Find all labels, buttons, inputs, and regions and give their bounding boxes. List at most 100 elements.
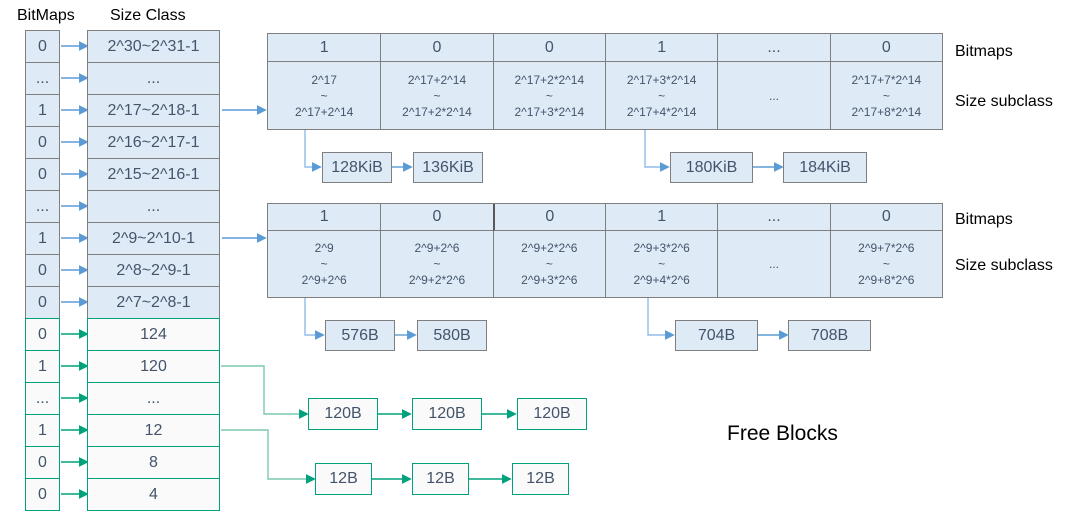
bitmap-value-cell: ...	[717, 204, 830, 231]
range-from: 2^17+7*2^14	[851, 72, 922, 87]
range-tilde: ...	[768, 257, 779, 271]
elbow-arrow-icon	[221, 429, 316, 484]
bitmap-cell: 0	[25, 318, 60, 351]
bitmap-cell: 0	[25, 478, 60, 511]
bitmap-value-cell: 1	[605, 204, 718, 231]
range-to: 2^9+4*2^6	[633, 273, 690, 287]
bitmaps-column-header: BitMaps	[17, 7, 75, 24]
bitmap-value-cell: ...	[717, 34, 830, 62]
range-to: 2^9+8*2^6	[858, 273, 915, 287]
bitmap-cell: ...	[25, 382, 60, 415]
size-class-cell: 2^8~2^9-1	[87, 254, 220, 287]
range-from: 2^17+2*2^14	[514, 72, 585, 87]
bitmap-cell: 1	[25, 94, 60, 127]
bitmap-cell: ...	[25, 190, 60, 223]
size-subclass-cell: 2^9 ~ 2^9+2^6	[268, 231, 380, 297]
subclass-table-1-bitmap-row: 1 0 0 1 ... 0	[268, 34, 942, 62]
elbow-arrow-icon	[644, 130, 670, 172]
range-tilde: ~	[658, 257, 666, 271]
free-node-128kib: 128KiB	[322, 152, 392, 183]
size-subclass-cell: 2^17+2^14 ~ 2^17+2*2^14	[380, 62, 492, 129]
bitmap-cell: 0	[25, 30, 60, 63]
range-from: 2^17	[311, 72, 337, 87]
size-class-cell: ...	[87, 190, 220, 223]
table1-bitmaps-label: Bitmaps	[955, 43, 1013, 60]
range-from: 2^9+2^6	[414, 241, 460, 255]
bitmap-column-blue: 0 ... 1 0 0 ... 1 0 0	[25, 30, 60, 319]
subclass-table-2-bitmap-row: 1 0 0 1 ... 0	[268, 204, 942, 231]
free-node-136kib: 136KiB	[413, 152, 483, 183]
elbow-arrow-icon	[304, 130, 322, 172]
bitmap-value-cell: 0	[380, 34, 493, 62]
range-to: 2^17+3*2^14	[514, 104, 585, 119]
bitmap-cell: 0	[25, 158, 60, 191]
bitmap-cell: 0	[25, 446, 60, 479]
size-class-cell: 2^15~2^16-1	[87, 158, 220, 191]
bitmap-value-cell: 1	[268, 204, 381, 231]
free-node-180kib: 180KiB	[670, 152, 753, 183]
size-class-cell: 2^30~2^31-1	[87, 30, 220, 63]
range-tilde: ~	[882, 88, 890, 103]
size-class-column-header: Size Class	[110, 7, 186, 24]
size-subclass-cell: 2^17+3*2^14 ~ 2^17+4*2^14	[605, 62, 717, 129]
green-row-arrows	[61, 329, 517, 499]
range-from: 2^9+2*2^6	[521, 241, 578, 255]
size-class-cell: ...	[87, 62, 220, 95]
free-blocks-label: Free Blocks	[727, 422, 838, 445]
bitmap-column-green: 0 1 ... 1 0 0	[25, 318, 60, 511]
table1-subclass-label: Size subclass	[955, 93, 1053, 110]
bitmap-value-cell: 1	[268, 34, 381, 62]
size-subclass-cell: 2^9+7*2^6 ~ 2^9+8*2^6	[829, 231, 942, 297]
range-tilde: ~	[658, 88, 666, 103]
range-from: 2^17+3*2^14	[626, 72, 697, 87]
size-subclass-cell: 2^17+7*2^14 ~ 2^17+8*2^14	[829, 62, 942, 129]
free-block-12b: 12B	[412, 463, 469, 495]
bitmap-cell: 1	[25, 350, 60, 383]
range-tilde: ~	[433, 257, 441, 271]
size-subclass-cell: 2^17 ~ 2^17+2^14	[268, 62, 380, 129]
range-from: 2^9+3*2^6	[633, 241, 690, 255]
subclass-table-1: 1 0 0 1 ... 0 2^17 ~ 2^17+2^14 2^17+2^14…	[267, 33, 943, 130]
range-tilde: ~	[433, 88, 441, 103]
free-block-120b: 120B	[308, 398, 378, 430]
table2-bitmaps-label: Bitmaps	[955, 211, 1013, 228]
range-to: 2^9+2*2^6	[408, 273, 466, 287]
range-tilde: ~	[320, 257, 328, 271]
bitmap-value-cell: 0	[380, 204, 493, 231]
size-class-cell: 2^7~2^8-1	[87, 286, 220, 319]
free-block-120b: 120B	[517, 398, 587, 430]
free-node-576b: 576B	[325, 320, 395, 351]
range-to: 2^17+8*2^14	[851, 104, 922, 119]
blue-row-arrows	[61, 41, 789, 340]
range-from: 2^9+7*2^6	[858, 241, 915, 255]
size-class-cell: 12	[87, 414, 220, 447]
bitmap-value-cell: 0	[492, 34, 605, 62]
size-subclass-cell: 2^9+2*2^6 ~ 2^9+3*2^6	[492, 231, 605, 297]
size-class-cell: 124	[87, 318, 220, 351]
elbow-arrow-icon	[221, 365, 309, 419]
range-to: 2^9+3*2^6	[521, 273, 578, 287]
free-block-12b: 12B	[512, 463, 569, 495]
free-node-704b: 704B	[675, 320, 758, 351]
subclass-table-2: 1 0 0 1 ... 0 2^9 ~ 2^9+2^6 2^9+2^6 ~ 2^…	[267, 203, 943, 298]
free-node-708b: 708B	[788, 320, 871, 351]
range-tilde: ~	[320, 88, 328, 103]
size-subclass-cell: ...	[717, 62, 829, 129]
range-tilde: ~	[882, 257, 890, 271]
range-tilde: ~	[545, 88, 553, 103]
free-block-12b: 12B	[315, 463, 372, 495]
elbow-arrow-icon	[304, 298, 325, 340]
bitmap-cell: 1	[25, 222, 60, 255]
subclass-table-1-range-row: 2^17 ~ 2^17+2^14 2^17+2^14 ~ 2^17+2*2^14…	[268, 62, 942, 129]
range-from: 2^17+2^14	[407, 72, 467, 87]
table2-subclass-label: Size subclass	[955, 257, 1053, 274]
free-block-120b: 120B	[412, 398, 482, 430]
size-class-cell: 120	[87, 350, 220, 383]
range-to: 2^17+2*2^14	[402, 104, 472, 119]
range-to: 2^17+2^14	[295, 104, 354, 119]
size-class-cell: 2^16~2^17-1	[87, 126, 220, 159]
bitmap-value-cell: 0	[829, 204, 942, 231]
bitmap-cell: 0	[25, 126, 60, 159]
bitmap-value-cell: 0	[829, 34, 942, 62]
elbow-arrow-icon	[647, 298, 675, 340]
